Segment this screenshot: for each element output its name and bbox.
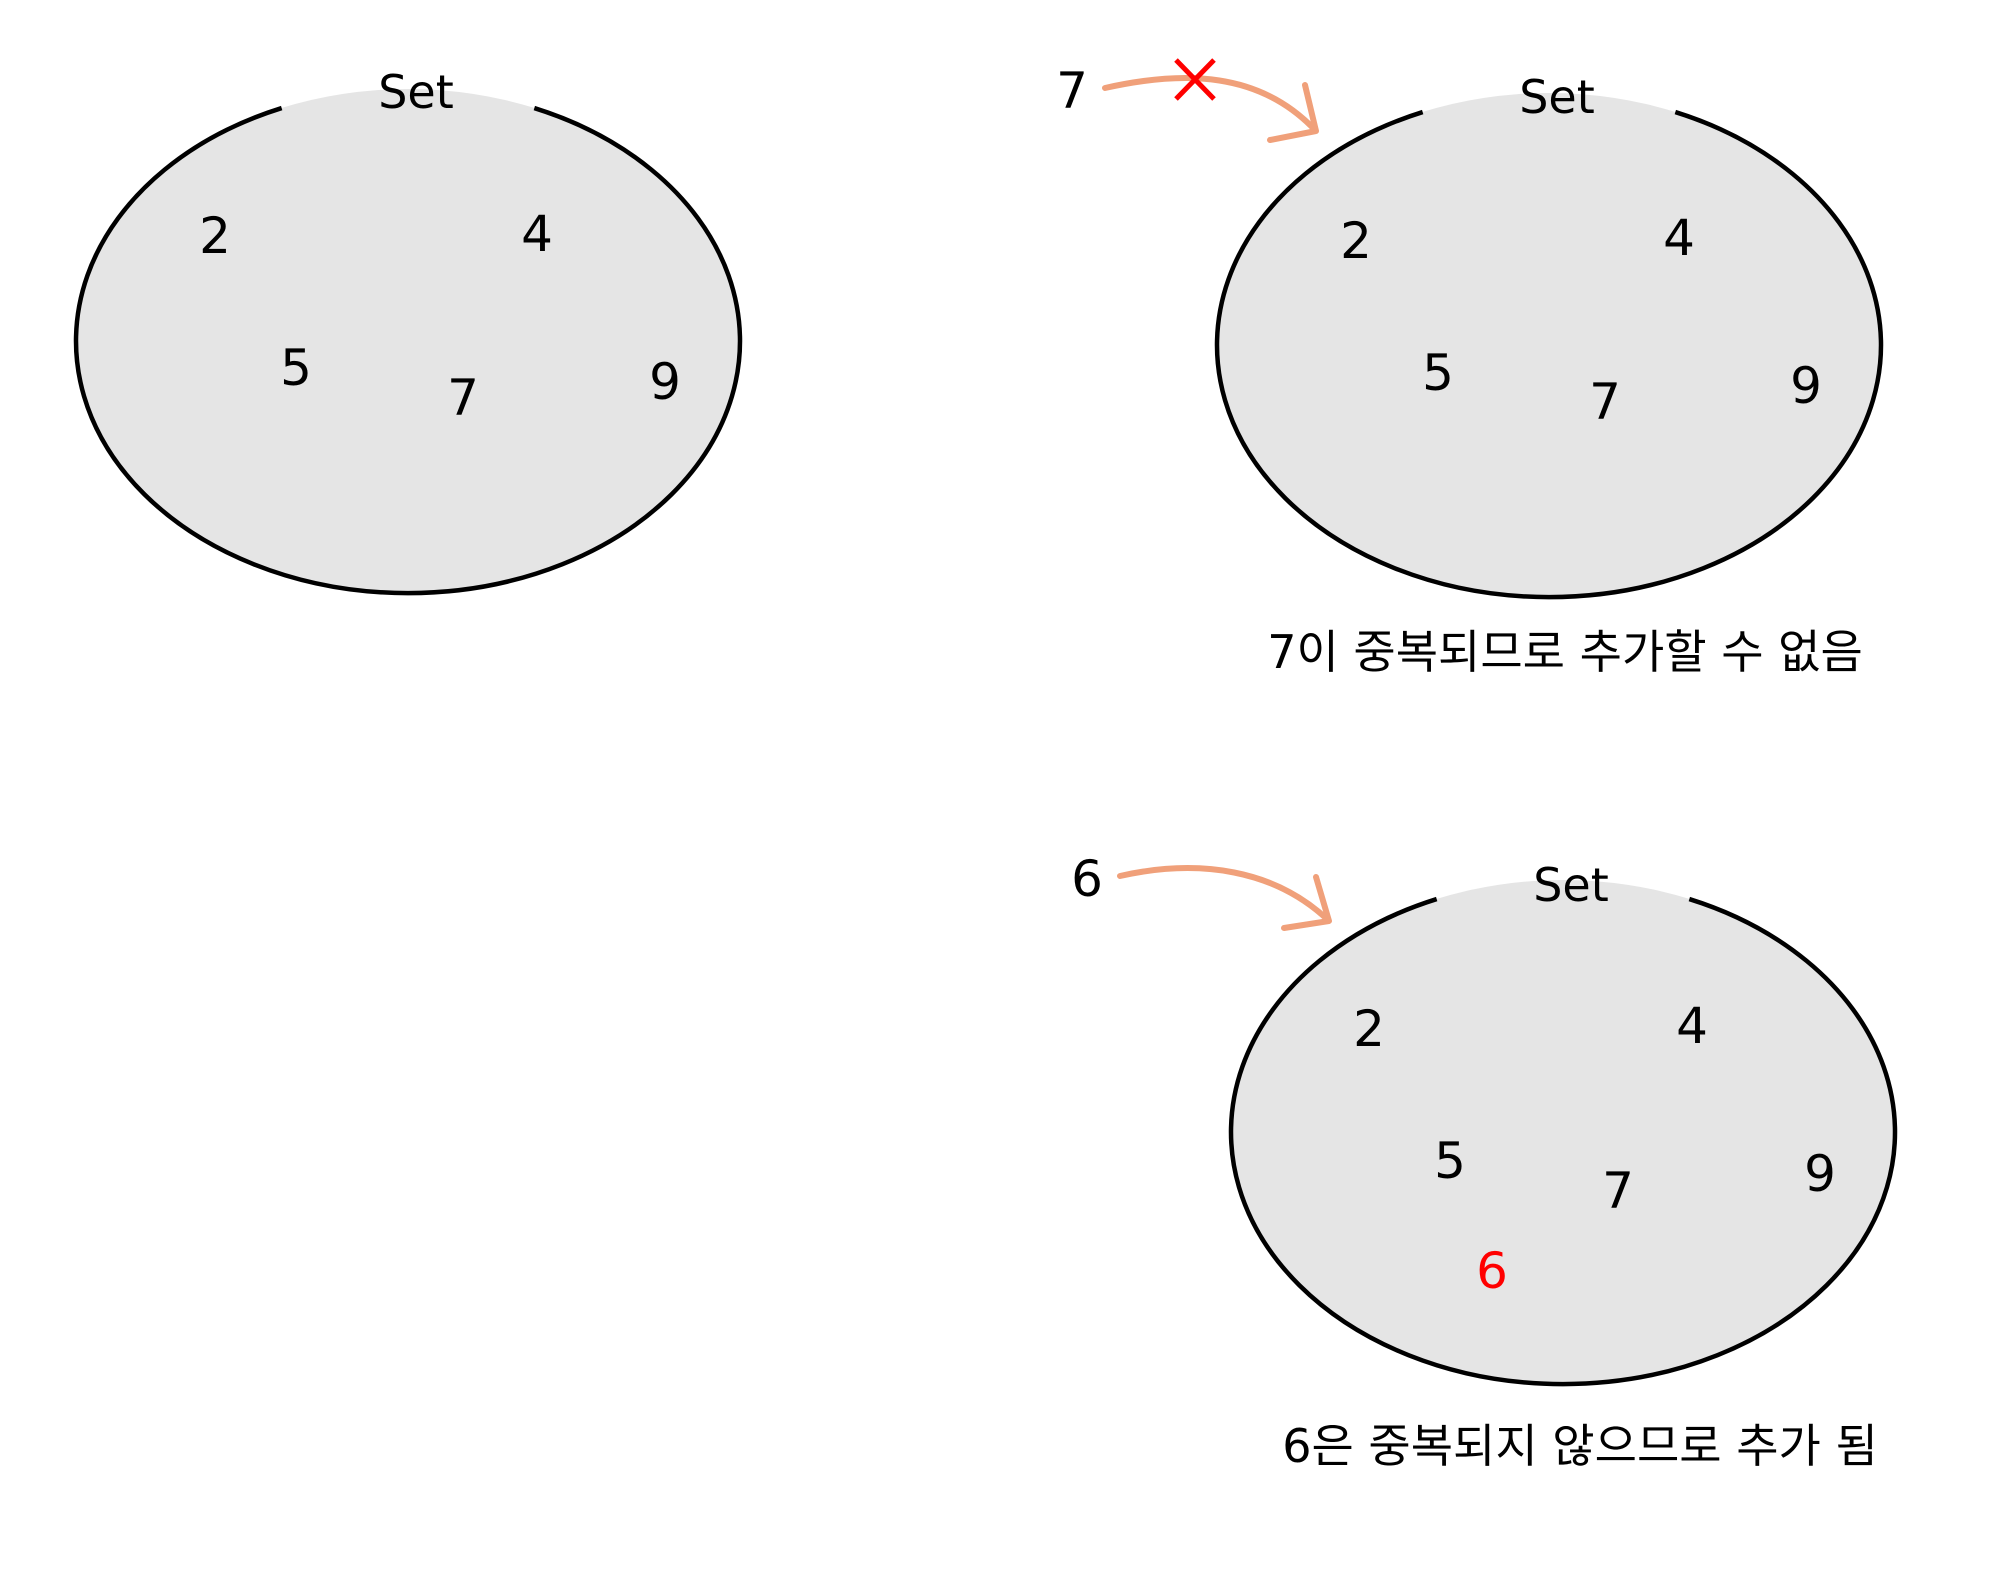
set-panel-original: Set 2 4 5 7 9 [73,65,743,596]
set-area [1217,93,1881,597]
set-outline [1214,109,1884,600]
caption: 7이 중복되므로 추가할 수 없음 [1267,625,1863,679]
set-element: 4 [1663,209,1695,267]
set-element: 7 [1589,373,1621,431]
set-element: 7 [1602,1162,1634,1220]
reject-x-icon [1174,58,1216,101]
set-element: 7 [447,369,479,427]
insert-arrow [1102,75,1318,133]
arrow-head [1281,874,1332,931]
set-element: 2 [199,207,231,265]
added-element: 6 [1476,1242,1508,1300]
set-element: 9 [649,353,681,411]
incoming-value: 6 [1071,850,1103,908]
set-element: 2 [1353,1000,1385,1058]
arrow-head [1267,82,1319,143]
set-area [76,89,740,593]
set-element: 4 [521,205,553,263]
set-element: 9 [1804,1145,1836,1203]
set-label: Set [1519,70,1595,124]
set-element: 9 [1790,357,1822,415]
set-element: 5 [280,339,312,397]
set-label: Set [1533,858,1609,912]
set-element: 4 [1676,997,1708,1055]
caption: 6은 중복되지 않으므로 추가 됨 [1282,1419,1878,1473]
insert-arrow [1117,865,1331,923]
set-panel-added: Set 2 4 5 7 9 6 6 6은 중복되지 않으므로 추가 됨 [1071,850,1898,1473]
set-element: 5 [1422,344,1454,402]
set-area [1231,880,1895,1384]
incoming-value: 7 [1056,62,1088,120]
set-outline [73,105,743,596]
set-label: Set [378,65,454,119]
set-outline [1228,896,1898,1387]
set-panel-duplicate: Set 2 4 5 7 9 7 7이 중복되므로 추가할 수 없음 [1056,58,1884,679]
set-element: 2 [1340,212,1372,270]
set-element: 5 [1434,1132,1466,1190]
